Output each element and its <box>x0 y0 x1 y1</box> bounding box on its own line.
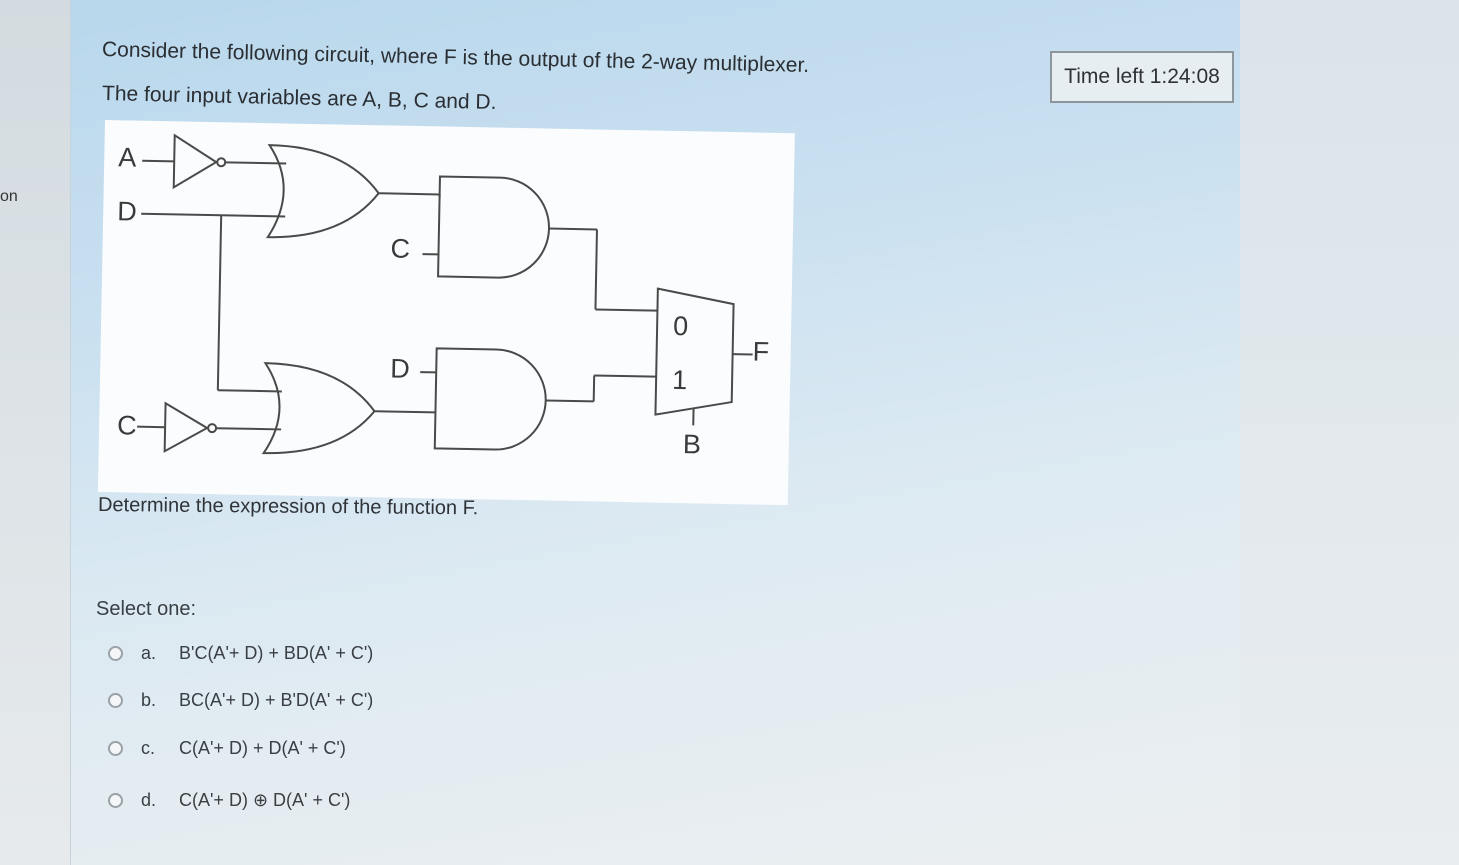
question-text-line-1: Consider the following circuit, where F … <box>101 38 810 78</box>
or-gate-bottom <box>261 362 376 455</box>
left-nav-strip: on <box>0 0 71 865</box>
and-gate-top <box>437 175 550 279</box>
option-text-a: B'C(A'+ D) + BD(A' + C') <box>179 643 374 663</box>
wire-or2-out <box>374 410 436 414</box>
inverter-a-bubble <box>216 157 227 168</box>
wire-and1-down <box>594 229 598 310</box>
wire-a-in <box>142 159 175 163</box>
option-text-c: C(A'+ D) + D(A' + C') <box>179 738 346 758</box>
radio-d[interactable] <box>108 793 123 808</box>
label-mux-1: 1 <box>671 364 688 396</box>
wire-to-mux1 <box>594 374 657 378</box>
wire-or1-out <box>378 192 440 196</box>
inverter-a-body <box>172 133 219 190</box>
answer-option-d[interactable]: d. C(A'+ D) ⊕ D(A' + C') <box>108 790 350 811</box>
option-letter-d: d. <box>141 790 157 810</box>
wire-a-not <box>225 161 287 165</box>
radio-a[interactable] <box>108 646 123 661</box>
answer-option-b[interactable]: b. BC(A'+ D) + B'D(A' + C') <box>108 690 373 711</box>
wire-c-in <box>137 425 166 429</box>
select-one-label: Select one: <box>96 598 197 620</box>
label-mux-select-b: B <box>682 429 702 460</box>
wire-d-top <box>141 212 222 217</box>
and-gate-bottom <box>433 347 547 451</box>
label-input-d: D <box>116 196 138 227</box>
wire-d-to-or <box>221 214 286 218</box>
circuit-diagram: A D C C D 0 1 B F <box>97 120 795 506</box>
answer-option-a[interactable]: a. B'C(A'+ D) + BD(A' + C') <box>108 643 373 664</box>
label-gate-d: D <box>389 353 411 384</box>
radio-c[interactable] <box>108 741 123 756</box>
label-gate-c: C <box>390 233 411 264</box>
circuit-diagram-svg <box>137 133 753 455</box>
inverter-c-bubble <box>207 423 218 434</box>
option-letter-c: c. <box>141 738 156 758</box>
or-gate-top <box>265 144 380 239</box>
option-letter-b: b. <box>141 690 157 710</box>
mux-body <box>654 287 735 416</box>
option-text-b: BC(A'+ D) + B'D(A' + C') <box>179 690 374 710</box>
wire-to-mux0 <box>595 308 658 312</box>
wire-and1-out <box>548 227 598 231</box>
radio-b[interactable] <box>108 693 123 708</box>
right-panel <box>1240 0 1459 865</box>
label-mux-0: 0 <box>672 310 689 342</box>
answer-option-c[interactable]: c. C(A'+ D) + D(A' + C') <box>108 738 346 759</box>
wire-d-down <box>216 215 223 391</box>
question-prompt: Determine the expression of the function… <box>97 494 479 520</box>
wire-c-not <box>216 427 282 431</box>
label-input-a: A <box>117 142 137 173</box>
question-text-line-2: The four input variables are A, B, C and… <box>101 82 497 114</box>
nav-partial-label[interactable]: on <box>0 188 18 205</box>
label-output-f: F <box>752 336 770 367</box>
wire-d-to-or2 <box>217 389 282 393</box>
option-letter-a: a. <box>141 643 157 663</box>
label-input-c: C <box>116 410 137 441</box>
option-text-d: C(A'+ D) ⊕ D(A' + C') <box>179 790 351 810</box>
inverter-c-body <box>163 401 210 453</box>
time-left-timer: Time left 1:24:08 <box>1050 51 1234 103</box>
wire-and2-out <box>545 399 594 403</box>
